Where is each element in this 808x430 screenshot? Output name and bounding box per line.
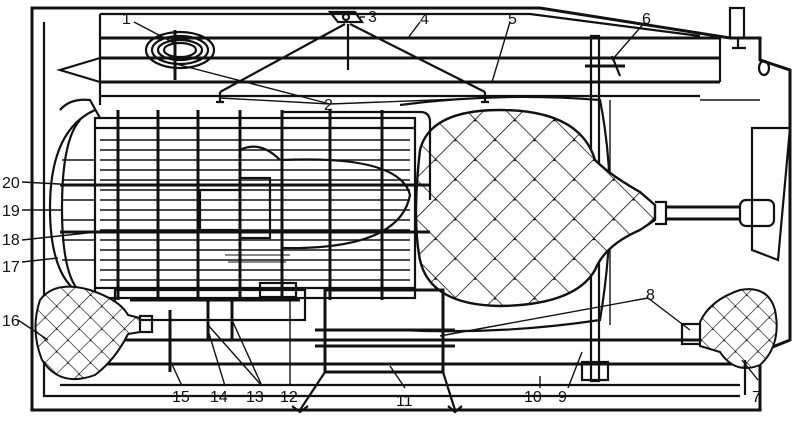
callout-6: 6 <box>642 11 651 28</box>
callout-20: 20 <box>2 175 20 192</box>
callout-1: 1 <box>122 11 131 28</box>
callout-14: 14 <box>210 389 228 406</box>
bundle-coils <box>100 139 410 281</box>
small-netted-bag-right <box>680 288 778 395</box>
callout-12: 12 <box>280 389 298 406</box>
callout-19: 19 <box>2 203 20 220</box>
callout-7: 7 <box>752 389 761 406</box>
small-netted-bag-left <box>34 285 154 381</box>
callout-labels: 1 2 3 4 5 6 7 8 9 10 11 12 13 14 15 16 1… <box>2 9 761 410</box>
callout-10: 10 <box>524 389 542 406</box>
callout-2: 2 <box>324 97 333 114</box>
equipment-box <box>291 288 463 414</box>
callout-17: 17 <box>2 259 20 276</box>
callout-15: 15 <box>172 389 190 406</box>
vertical-studs <box>168 300 234 372</box>
callout-13: 13 <box>246 389 264 406</box>
coiled-rope <box>144 30 216 80</box>
callout-11: 11 <box>396 393 413 410</box>
callout-16: 16 <box>2 313 20 330</box>
leader-lines <box>17 16 759 389</box>
callout-8: 8 <box>646 287 655 304</box>
bay-outline <box>30 6 792 412</box>
callout-9: 9 <box>558 389 567 406</box>
callout-18: 18 <box>2 232 20 249</box>
end-cap <box>48 98 101 302</box>
netted-balloon <box>414 108 776 308</box>
callout-5: 5 <box>508 11 517 28</box>
cylinder-bundle <box>60 110 432 300</box>
callout-4: 4 <box>420 11 429 28</box>
callout-3: 3 <box>368 9 377 26</box>
lower-frame <box>53 281 740 387</box>
